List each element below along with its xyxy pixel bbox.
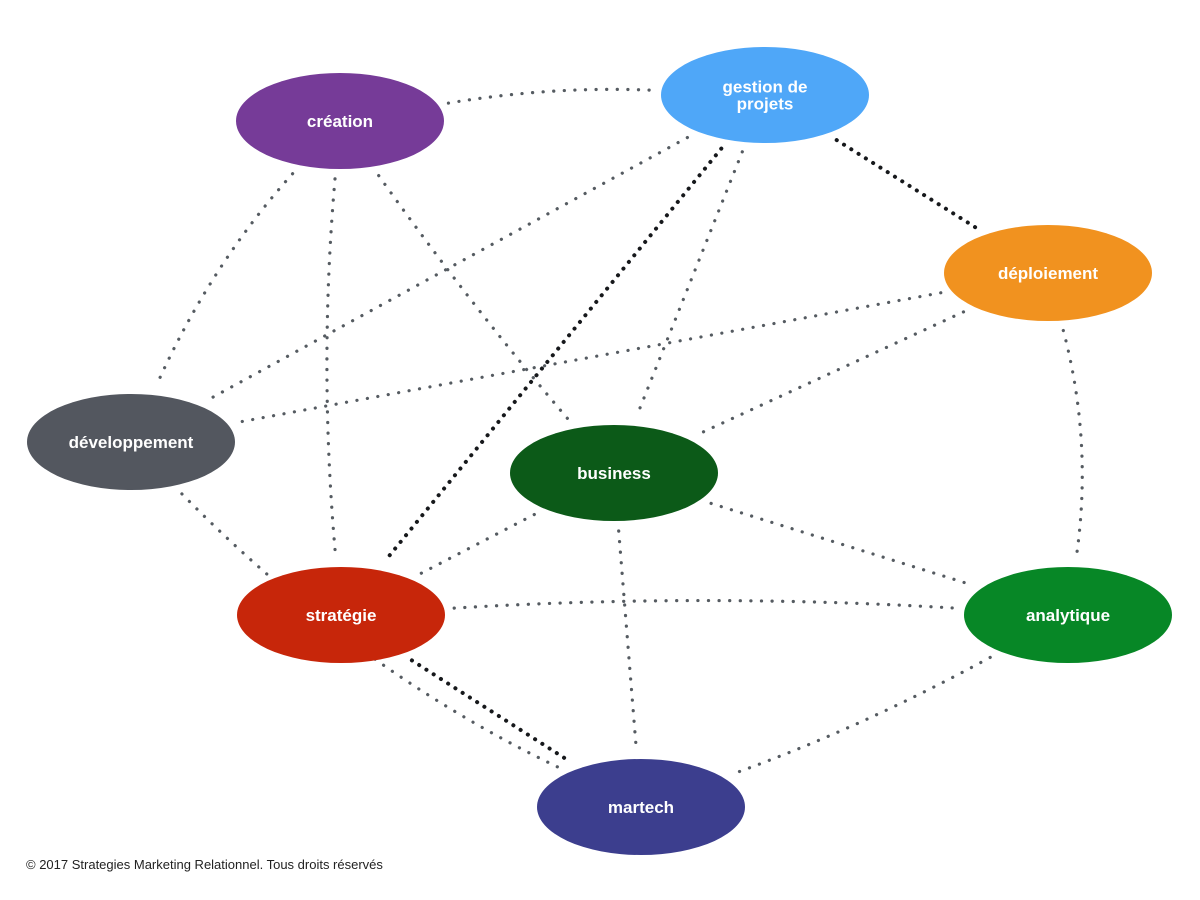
edge-analytique-martech: [732, 655, 992, 776]
edge-business-strategie: [419, 512, 536, 576]
edge-strategie-martech: [409, 658, 573, 764]
node-creation-shape: [236, 73, 444, 169]
node-deploiement-label: déploiement: [998, 264, 1098, 283]
node-strategie-shape: [237, 567, 445, 663]
node-martech-shape: [537, 759, 745, 855]
edge-gestion-projets-deploiement: [834, 138, 979, 230]
node-analytique: analytique: [964, 567, 1172, 663]
edge-creation-gestion-projets: [446, 87, 653, 105]
edge-creation-developpement: [154, 172, 295, 388]
edge-gestion-projets-business: [635, 150, 744, 418]
node-analytique-shape: [964, 567, 1172, 663]
edge-gestion-projets-developpement: [207, 135, 689, 402]
node-developpement-label: développement: [69, 433, 194, 452]
edge-deploiement-analytique: [1061, 328, 1084, 559]
node-business-label: business: [577, 464, 651, 483]
node-business-shape: [510, 425, 718, 521]
copyright-notice: © 2017 Strategies Marketing Relationnel.…: [26, 857, 383, 872]
node-creation-label: création: [307, 112, 373, 131]
node-creation: création: [236, 73, 444, 169]
node-analytique-label: analytique: [1026, 606, 1110, 625]
node-gestion-projets-shape: [661, 47, 869, 143]
edge-business-martech: [617, 529, 638, 751]
edge-deploiement-developpement: [236, 291, 943, 424]
node-deploiement-shape: [944, 225, 1152, 321]
node-developpement: développement: [27, 394, 235, 490]
edge-gestion-projets-strategie: [382, 146, 724, 564]
node-martech: martech: [537, 759, 745, 855]
edge-deploiement-business: [696, 310, 966, 436]
node-gestion-projets-label: projets: [737, 95, 794, 114]
edges-layer: [154, 87, 1084, 776]
node-gestion-projets-label: gestion de: [722, 78, 807, 97]
node-developpement-shape: [27, 394, 235, 490]
node-strategie: stratégie: [237, 567, 445, 663]
edge-strategie-analytique: [452, 598, 957, 610]
edge-creation-business: [377, 174, 571, 422]
node-martech-label: martech: [608, 798, 674, 817]
node-deploiement: déploiement: [944, 225, 1152, 321]
node-strategie-label: stratégie: [306, 606, 377, 625]
edge-creation-strategie: [325, 177, 338, 559]
node-business: business: [510, 425, 718, 521]
edge-business-analytique: [709, 501, 973, 587]
